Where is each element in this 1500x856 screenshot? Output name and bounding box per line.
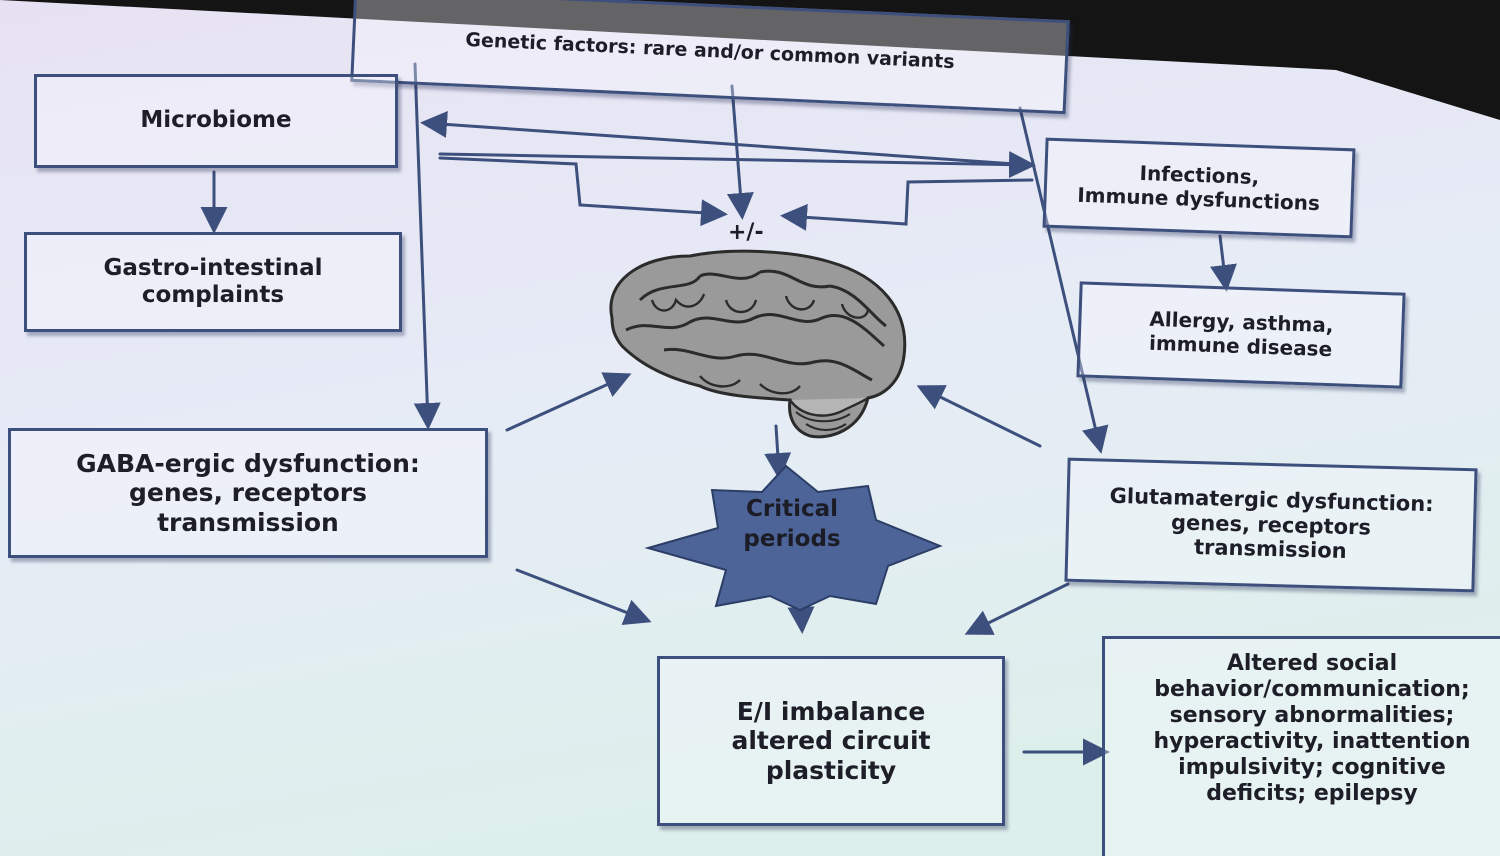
gaba-ergic-dysfunction-box: GABA-ergic dysfunction: genes, receptors… [8, 428, 488, 558]
arrow-brain-to-critical [764, 424, 792, 480]
critical-line-1: Critical [745, 496, 839, 522]
arrow-glutamate-to-ei [964, 582, 1070, 635]
plus-minus-label: +/- [728, 220, 764, 245]
arrow-gaba-to-brain [505, 372, 632, 432]
genetic-factors-label: Genetic factors: rare and/or common vari… [464, 28, 956, 73]
allergy-box: Allergy, asthma, immune disease [1076, 281, 1406, 389]
arrow-infections-to-microbiome [420, 110, 1032, 167]
arrow-left-path-to-brain [438, 156, 728, 227]
ei-line-2: altered circuit [731, 726, 931, 756]
outcomes-line-4: hyperactivity, inattention [1153, 728, 1471, 754]
allergy-line-2: immune disease [1148, 330, 1333, 362]
arrow-glutamate-to-brain [916, 385, 1042, 448]
gaba-line-3: transmission [157, 507, 339, 537]
outcomes-line-1: Altered social [1226, 651, 1398, 676]
ei-imbalance-box: E/I imbalance altered circuit plasticity [657, 656, 1005, 826]
glutamatergic-dysfunction-box: Glutamatergic dysfunction: genes, recept… [1064, 457, 1478, 593]
outcomes-line-6: deficits; epilepsy [1206, 780, 1418, 806]
glutamate-line-3: transmission [1193, 535, 1347, 564]
outcomes-line-5: impulsivity; cognitive [1178, 754, 1446, 780]
outcomes-line-2: behavior/communication; [1154, 676, 1470, 702]
ei-line-1: E/I imbalance [736, 696, 926, 726]
arrow-gaba-to-ei [515, 568, 652, 625]
gastro-intestinal-box: Gastro-intestinal complaints [24, 232, 402, 332]
arrow-infections-to-allergy [1210, 234, 1237, 292]
gastro-line-2: complaints [141, 282, 285, 308]
arrow-right-path-to-brain [780, 178, 1034, 231]
gaba-line-1: GABA-ergic dysfunction: [76, 448, 420, 478]
critical-line-2: periods [743, 525, 841, 552]
behavioral-outcomes-box: Altered social behavior/communication; s… [1102, 636, 1500, 856]
gaba-line-2: genes, receptors [129, 478, 367, 508]
microbiome-box: Microbiome [34, 74, 398, 168]
arrow-microbiome-to-infections [438, 151, 1036, 179]
outcomes-line-3: sensory abnormalities; [1169, 702, 1455, 728]
microbiome-label: Microbiome [140, 107, 292, 134]
critical-periods-label: Critical periods [702, 495, 882, 555]
arrow-genetic-to-brain [726, 84, 754, 220]
ei-line-3: plasticity [765, 755, 897, 785]
arrow-genetic-to-gaba [413, 62, 441, 430]
infections-box: Infections, Immune dysfunctions [1042, 137, 1356, 239]
gastro-line-1: Gastro-intestinal [103, 254, 323, 281]
infections-line-2: Immune dysfunctions [1076, 182, 1321, 216]
